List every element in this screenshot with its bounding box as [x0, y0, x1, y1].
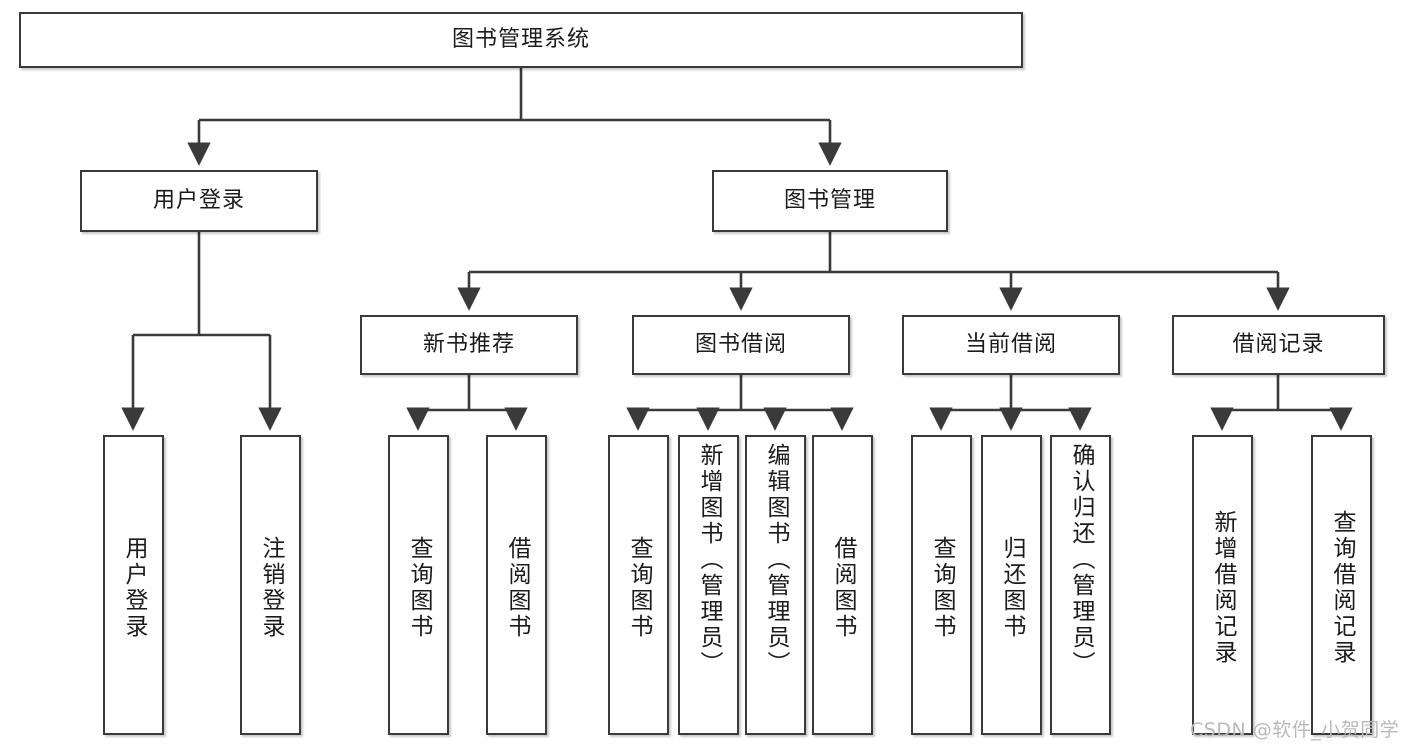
leaf-current-confirm-return-admin[interactable]: 确认归还（管理员） [1050, 435, 1111, 735]
leaf-user-login-login[interactable]: 用户登录 [103, 435, 164, 735]
leaf-recommend-query-book[interactable]: 查询图书 [388, 435, 449, 735]
node-label: 图书管理系统 [451, 26, 590, 52]
node-book-borrowing[interactable]: 图书借阅 [632, 315, 850, 375]
node-label: 借阅图书 [504, 536, 530, 640]
leaf-record-add-record[interactable]: 新增借阅记录 [1192, 435, 1253, 735]
leaf-record-query-record[interactable]: 查询借阅记录 [1311, 435, 1372, 735]
csdn-watermark: CSDN @软件_小贺同学 [1190, 719, 1400, 741]
node-borrowing-records[interactable]: 借阅记录 [1172, 315, 1385, 375]
node-label: 用户登录 [121, 536, 147, 640]
node-book-management[interactable]: 图书管理 [712, 170, 948, 232]
node-label: 查询图书 [929, 536, 955, 640]
node-label: 借阅图书 [830, 536, 856, 640]
node-label: 图书借阅 [694, 331, 787, 357]
node-label: 新增借阅记录 [1210, 510, 1236, 666]
node-label: 借阅记录 [1232, 331, 1325, 357]
node-label: 确认归还（管理员） [1068, 443, 1094, 677]
leaf-borrow-edit-book-admin[interactable]: 编辑图书（管理员） [745, 435, 806, 735]
leaf-user-login-logout[interactable]: 注销登录 [240, 435, 301, 735]
node-label: 查询借阅记录 [1329, 510, 1355, 666]
leaf-borrow-borrow-book[interactable]: 借阅图书 [812, 435, 873, 735]
node-new-book-recommendation[interactable]: 新书推荐 [360, 315, 578, 375]
leaf-borrow-add-book-admin[interactable]: 新增图书（管理员） [678, 435, 739, 735]
node-label: 新增图书（管理员） [696, 443, 722, 677]
node-label: 查询图书 [406, 536, 432, 640]
node-label: 图书管理 [783, 187, 876, 213]
node-label: 用户登录 [152, 187, 245, 213]
node-current-borrowing[interactable]: 当前借阅 [902, 315, 1120, 375]
leaf-current-query-book[interactable]: 查询图书 [911, 435, 972, 735]
leaf-current-return-book[interactable]: 归还图书 [981, 435, 1042, 735]
leaf-recommend-borrow-book[interactable]: 借阅图书 [486, 435, 547, 735]
node-user-login[interactable]: 用户登录 [80, 170, 318, 232]
node-label: 当前借阅 [964, 331, 1057, 357]
node-label: 编辑图书（管理员） [763, 443, 789, 677]
leaf-borrow-query-book[interactable]: 查询图书 [608, 435, 669, 735]
node-label: 新书推荐 [422, 331, 515, 357]
node-label: 归还图书 [999, 536, 1025, 640]
node-book-management-system[interactable]: 图书管理系统 [19, 12, 1023, 68]
node-label: 注销登录 [258, 536, 284, 640]
node-label: 查询图书 [626, 536, 652, 640]
